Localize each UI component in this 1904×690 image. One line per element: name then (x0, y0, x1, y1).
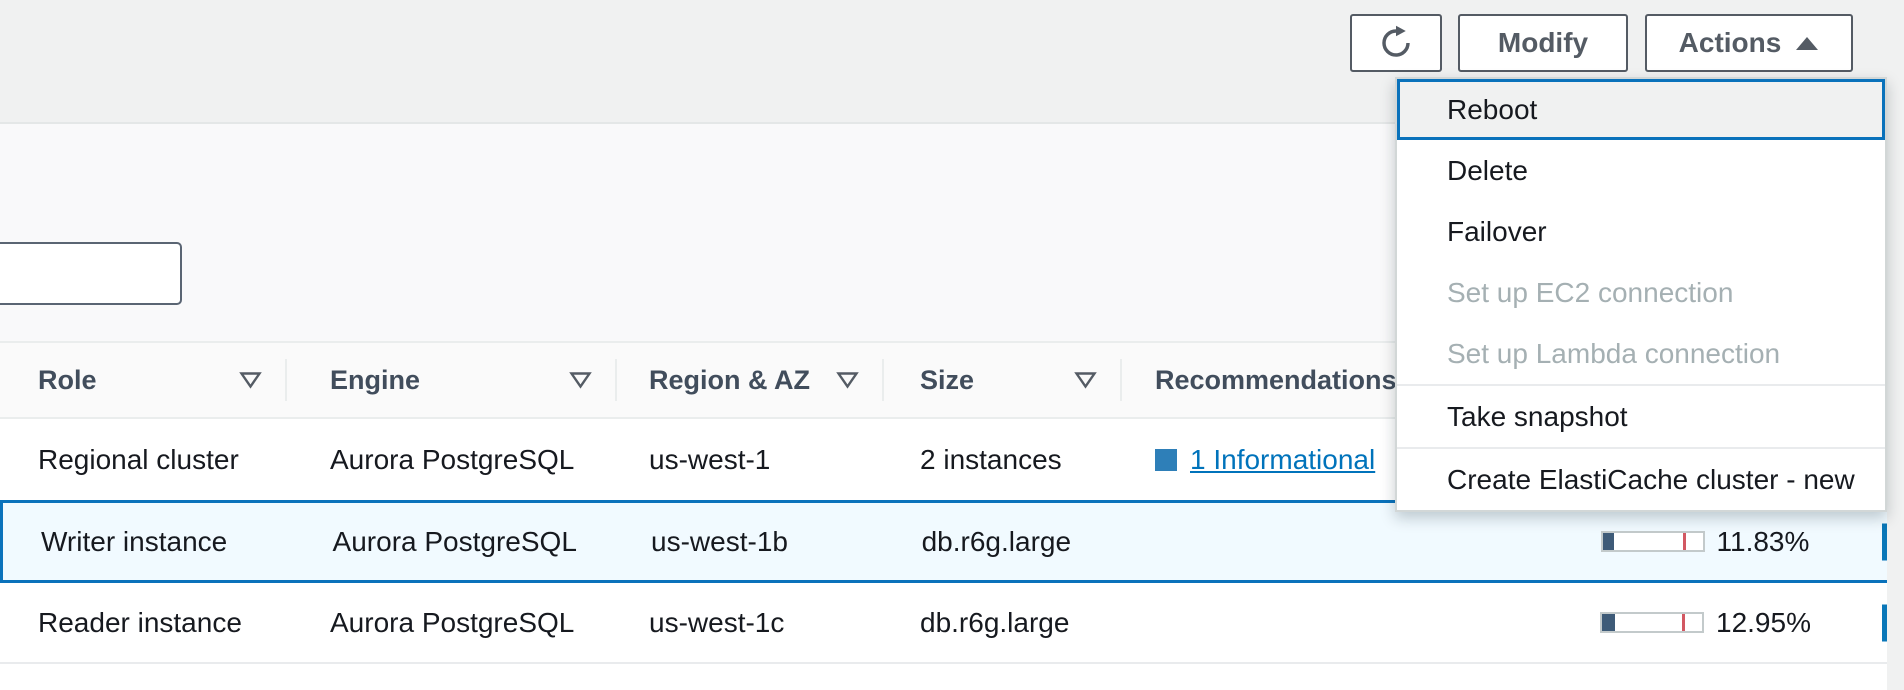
table-row-reader-instance[interactable]: Reader instance Aurora PostgreSQL us-wes… (0, 583, 1887, 664)
cell-region-az: us-west-1 (649, 443, 771, 475)
modify-button-label: Modify (1497, 27, 1589, 58)
cpu-meter-threshold-tick (1682, 614, 1685, 631)
cell-size: db.r6g.large (920, 606, 1070, 638)
sort-filter-icon[interactable] (1074, 371, 1097, 389)
cell-role: Regional cluster (38, 443, 239, 475)
cell-engine: Aurora PostgreSQL (330, 443, 575, 475)
sort-filter-icon[interactable] (239, 371, 262, 389)
cell-recommendations: 1 Informational (1122, 444, 1560, 476)
column-header-engine[interactable]: Engine (287, 343, 617, 417)
sort-filter-icon[interactable] (836, 371, 859, 389)
cpu-percent-value: 12.95% (1716, 606, 1811, 638)
table-bottom-filler (0, 664, 1887, 690)
column-header-role[interactable]: Role (0, 343, 287, 417)
refresh-icon (1378, 25, 1414, 61)
modify-button[interactable]: Modify (1458, 14, 1628, 72)
actions-menu: Reboot Delete Failover Set up EC2 connec… (1395, 77, 1887, 512)
right-gutter (1887, 0, 1904, 690)
menu-item-setup-lambda-connection: Set up Lambda connection (1397, 323, 1885, 384)
cpu-meter-fill (1602, 614, 1615, 631)
actions-button-label: Actions (1678, 27, 1782, 58)
caret-up-icon (1795, 35, 1819, 52)
cell-cpu: 11.83% (1561, 526, 1887, 558)
cpu-utilization-meter (1600, 531, 1705, 552)
column-header-size[interactable]: Size (884, 343, 1122, 417)
cpu-percent-value: 11.83% (1716, 525, 1810, 557)
clipped-content-sliver (1882, 604, 1887, 641)
cell-role: Writer instance (41, 525, 228, 557)
clipped-content-sliver (1882, 523, 1887, 560)
cell-size: 2 instances (920, 443, 1062, 475)
informational-link[interactable]: 1 Informational (1190, 443, 1376, 475)
menu-item-create-elasticache-cluster[interactable]: Create ElastiCache cluster - new (1397, 449, 1885, 510)
cell-engine: Aurora PostgreSQL (330, 606, 575, 638)
menu-item-take-snapshot[interactable]: Take snapshot (1397, 386, 1885, 447)
menu-item-failover[interactable]: Failover (1397, 201, 1885, 262)
cpu-utilization-meter (1600, 612, 1704, 633)
actions-button[interactable]: Actions (1645, 14, 1853, 72)
search-input[interactable] (0, 242, 182, 305)
cpu-meter-fill (1602, 533, 1615, 550)
cpu-meter-threshold-tick (1682, 533, 1686, 550)
sort-filter-icon[interactable] (569, 371, 592, 389)
menu-item-reboot[interactable]: Reboot (1397, 79, 1885, 140)
cell-cpu: 12.95% (1560, 607, 1887, 639)
refresh-button[interactable] (1350, 14, 1442, 72)
cell-region-az: us-west-1c (649, 606, 785, 638)
menu-divider (1397, 384, 1885, 386)
cell-size: db.r6g.large (921, 525, 1072, 557)
table-row-writer-instance[interactable]: Writer instance Aurora PostgreSQL us-wes… (0, 500, 1887, 583)
menu-item-delete[interactable]: Delete (1397, 140, 1885, 201)
cell-engine: Aurora PostgreSQL (332, 525, 577, 557)
menu-divider (1397, 447, 1885, 449)
informational-square-icon (1155, 448, 1177, 471)
cell-region-az: us-west-1b (651, 525, 788, 557)
cell-role: Reader instance (38, 606, 242, 638)
column-header-region-az[interactable]: Region & AZ (617, 343, 884, 417)
menu-item-setup-ec2-connection: Set up EC2 connection (1397, 262, 1885, 323)
